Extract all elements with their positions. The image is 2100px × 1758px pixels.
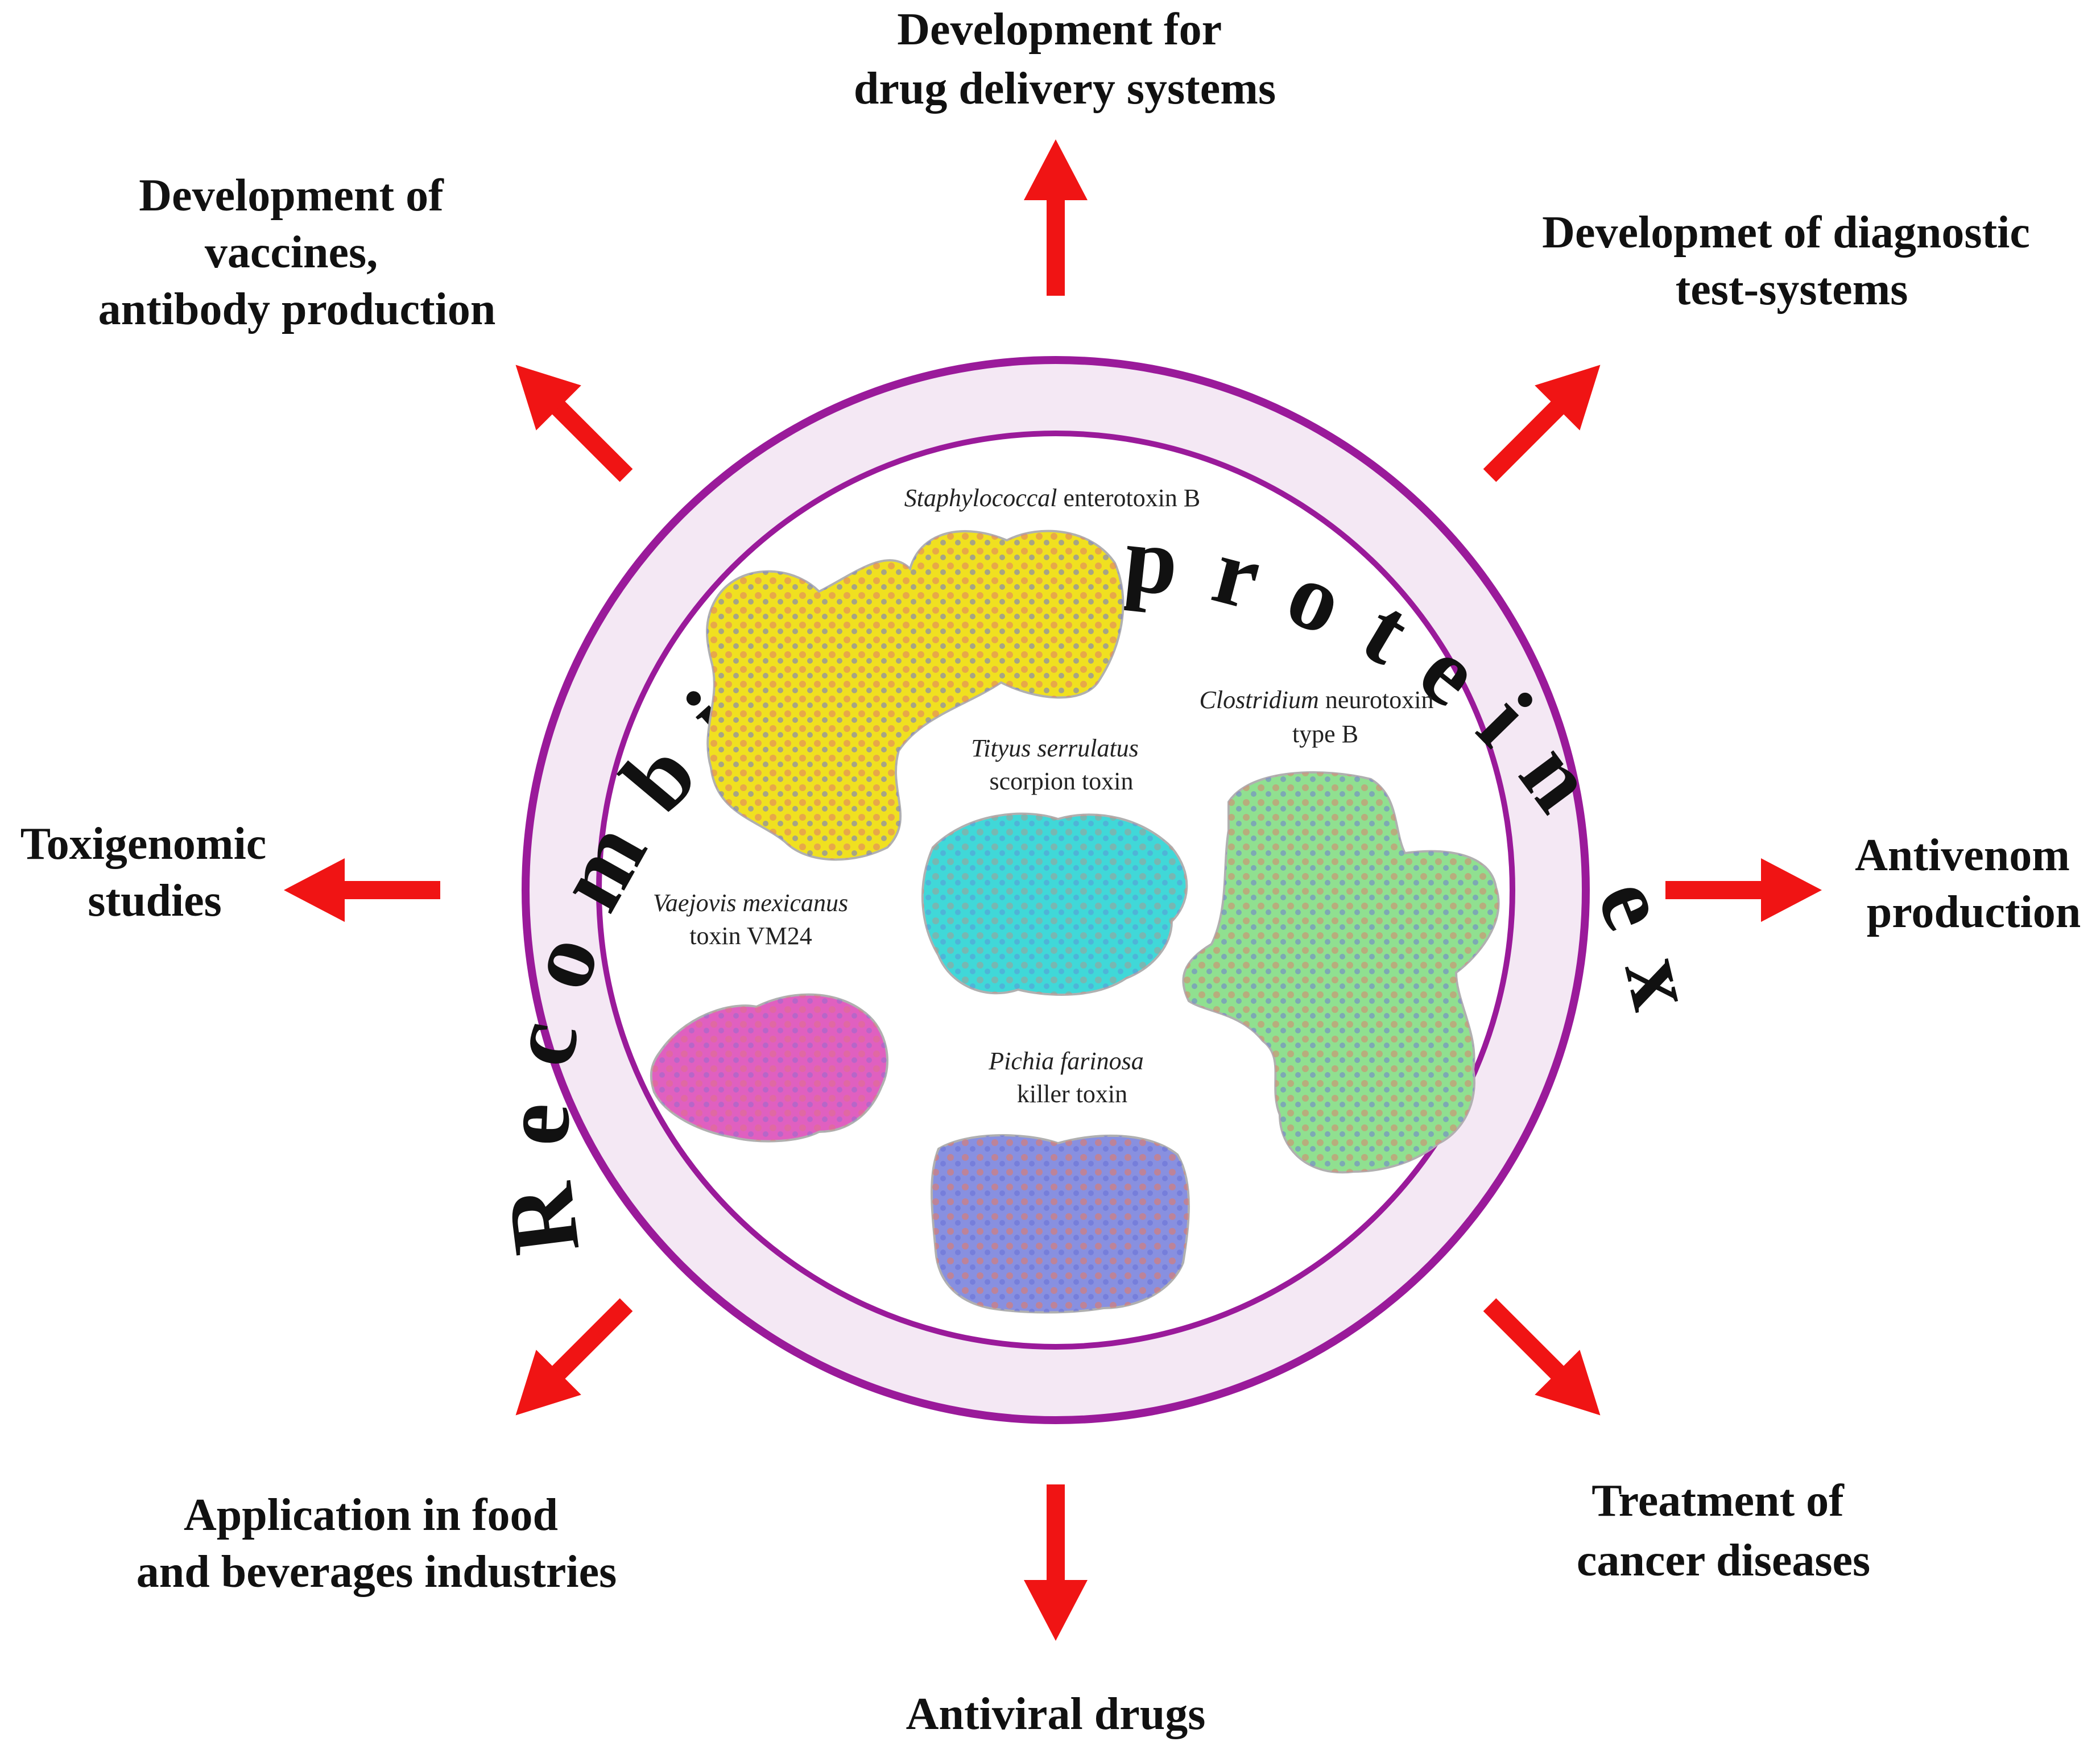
tityus-toxin-structure: Tityus serrulatus scorpion toxin (921, 734, 1188, 996)
arrow-right (1665, 858, 1822, 922)
clostridium-neurotoxin-structure: Clostridium neurotoxin type B (1182, 686, 1500, 1174)
vaejovis-label: Vaejovis mexicanus toxin VM24 (653, 889, 854, 950)
arrow-down-left (515, 1298, 633, 1416)
clostridium-label: Clostridium neurotoxin type B (1200, 686, 1440, 748)
arrow-down-right (1483, 1298, 1601, 1416)
label-toxigenomic: Toxigenomic studies (20, 819, 278, 926)
label-antiviral: Antiviral drugs (906, 1689, 1206, 1739)
staph-label: Staphylococcal enterotoxin B (904, 484, 1201, 512)
protein-structures: Staphylococcal enterotoxin B Clostridium… (650, 484, 1500, 1314)
label-vaccines: Development of vaccines, antibody produc… (98, 171, 496, 334)
application-labels: Development for drug delivery systems De… (20, 5, 2081, 1739)
arrow-left (284, 858, 440, 922)
arrow-up-right (1483, 365, 1601, 482)
label-drug-delivery: Development for drug delivery systems (854, 5, 1276, 114)
vaejovis-molecule-texture (651, 994, 887, 1141)
pichia-toxin-structure: Pichia farinosa killer toxin (931, 1047, 1190, 1314)
pichia-molecule-texture (932, 1135, 1189, 1313)
arrows (284, 139, 1822, 1641)
clostridium-molecule-texture (1183, 772, 1499, 1173)
label-cancer: Treatment of cancer diseases (1577, 1476, 1870, 1586)
arrow-down (1024, 1484, 1088, 1641)
staph-enterotoxin-structure: Staphylococcal enterotoxin B (706, 484, 1201, 861)
arrow-up (1024, 139, 1088, 296)
tityus-molecule-texture (922, 813, 1187, 995)
pichia-label: Pichia farinosa killer toxin (988, 1047, 1150, 1108)
label-antivenom: Antivenom production (1855, 830, 2081, 937)
label-diagnostic: Developmet of diagnostic test-systems (1542, 208, 2041, 315)
tityus-label: Tityus serrulatus scorpion toxin (971, 734, 1145, 795)
vaejovis-toxin-structure: Vaejovis mexicanus toxin VM24 (650, 889, 888, 1143)
arrow-up-left (515, 365, 633, 482)
staph-molecule-texture (707, 531, 1123, 860)
label-food: Application in food and beverages indust… (137, 1490, 617, 1597)
